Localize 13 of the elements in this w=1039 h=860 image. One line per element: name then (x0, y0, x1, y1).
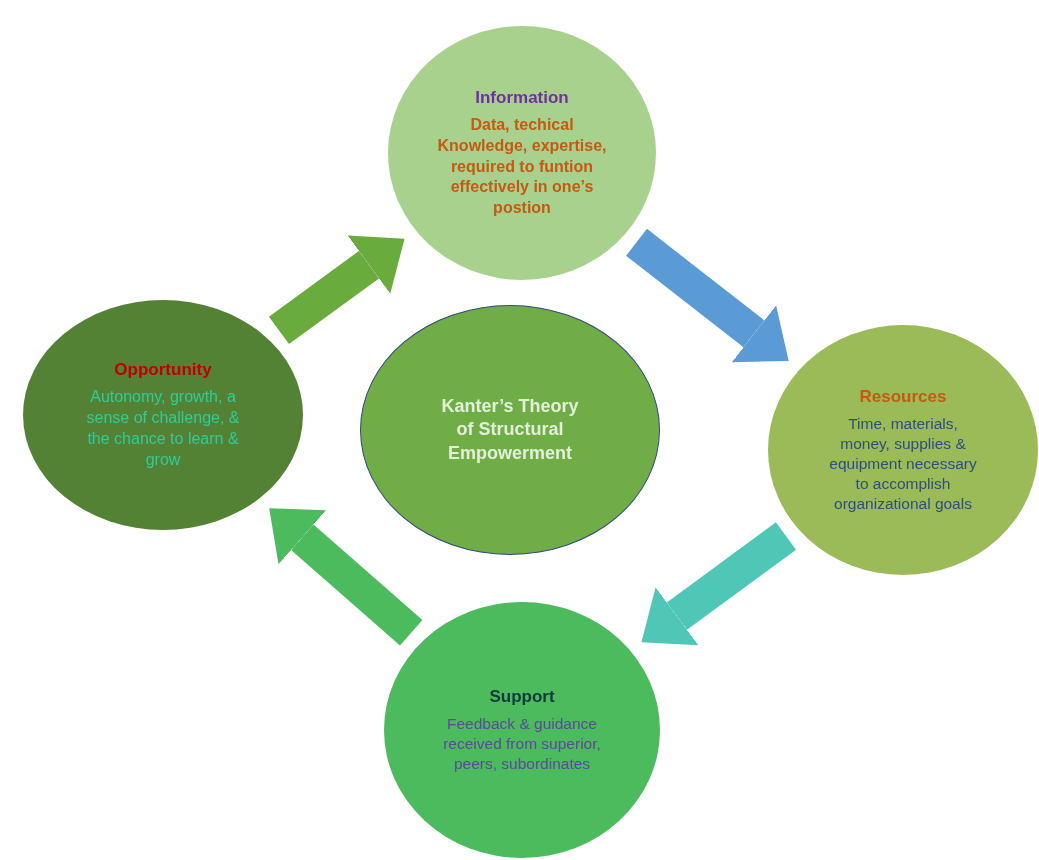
block-arrow (626, 228, 789, 363)
circle-heading: Opportunity (113, 359, 213, 382)
block-arrow (269, 508, 423, 646)
circle-description: Feedback & guidance received from superior, peers, subordinates (442, 713, 602, 775)
circle-heading: Support (488, 685, 556, 708)
circle-description: Time, materials, money, supplies & equipment necessary to accomplish organizational goals (828, 413, 978, 515)
circle-description: Data, techical Knowledge, expertise, required to funtion effectively in one’s postion (436, 115, 608, 219)
center-title: Kanter’s Theory of Structural Empowerment (440, 394, 580, 465)
circle-description: Autonomy, growth, a sense of challenge, & the chance to learn & grow (85, 387, 241, 470)
circle-heading: Information (474, 86, 570, 109)
block-arrow (641, 522, 797, 646)
circle-heading: Resources (858, 385, 948, 408)
block-arrow (268, 235, 405, 345)
